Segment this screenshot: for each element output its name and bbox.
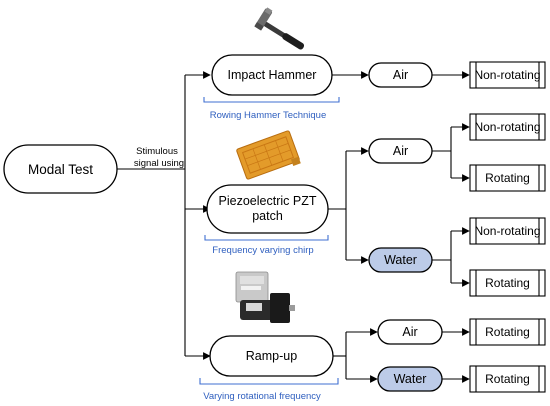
condition-rotating-pzt-air: Rotating bbox=[469, 164, 546, 192]
svg-text:Air: Air bbox=[393, 68, 408, 82]
ramp-caption: Varying rotational frequency bbox=[203, 391, 321, 402]
svg-text:Rotating: Rotating bbox=[485, 325, 530, 339]
stimulus-label-line-1: Stimulous bbox=[136, 146, 178, 157]
svg-text:Water: Water bbox=[394, 372, 427, 386]
pzt-label-line-2: patch bbox=[252, 209, 283, 223]
pzt-label-line-1: Piezoelectric PZT bbox=[219, 194, 317, 208]
svg-text:Water: Water bbox=[384, 253, 417, 267]
modal-test-node: Modal Test bbox=[3, 144, 118, 194]
modal-test-label: Modal Test bbox=[28, 162, 93, 177]
medium-air-hammer: Air bbox=[368, 62, 433, 88]
svg-text:Rotating: Rotating bbox=[485, 372, 530, 386]
medium-water-ramp: Water bbox=[377, 366, 443, 392]
medium-water-pzt: Water bbox=[368, 247, 433, 273]
hammer-caption: Rowing Hammer Technique bbox=[210, 110, 327, 121]
ramp-up-node: Ramp-up bbox=[209, 335, 334, 377]
ramp-caption-bracket bbox=[199, 378, 339, 385]
ramp-up-label: Ramp-up bbox=[246, 349, 297, 363]
connectors bbox=[117, 71, 470, 383]
medium-air-pzt: Air bbox=[368, 138, 433, 164]
condition-rotating-ramp-water: Rotating bbox=[469, 365, 546, 393]
pzt-patch-image bbox=[236, 130, 301, 180]
pzt-caption: Frequency varying chirp bbox=[212, 245, 313, 256]
hammer-caption-bracket bbox=[203, 97, 340, 103]
impact-hammer-node: Impact Hammer bbox=[211, 54, 333, 96]
impact-hammer-label: Impact Hammer bbox=[228, 68, 317, 82]
motor-image bbox=[235, 271, 295, 323]
svg-text:Non-rotating: Non-rotating bbox=[474, 68, 540, 82]
svg-text:Rotating: Rotating bbox=[485, 171, 530, 185]
svg-text:Rotating: Rotating bbox=[485, 276, 530, 290]
pzt-caption-bracket bbox=[204, 235, 329, 241]
condition-non-rotating-hammer: Non-rotating bbox=[469, 61, 546, 89]
stimulus-label-line-2: signal using bbox=[134, 158, 184, 169]
condition-non-rotating-pzt-air: Non-rotating bbox=[469, 113, 546, 141]
impact-hammer-image bbox=[254, 7, 305, 50]
svg-text:Air: Air bbox=[393, 144, 408, 158]
condition-rotating-ramp-air: Rotating bbox=[469, 318, 546, 346]
svg-text:Non-rotating: Non-rotating bbox=[474, 224, 540, 238]
svg-text:Non-rotating: Non-rotating bbox=[474, 120, 540, 134]
medium-air-ramp: Air bbox=[377, 319, 443, 345]
pzt-patch-node: Piezoelectric PZT patch bbox=[206, 184, 329, 234]
svg-text:Air: Air bbox=[402, 325, 417, 339]
condition-rotating-pzt-water: Rotating bbox=[469, 269, 546, 297]
condition-non-rotating-pzt-water: Non-rotating bbox=[469, 217, 546, 245]
